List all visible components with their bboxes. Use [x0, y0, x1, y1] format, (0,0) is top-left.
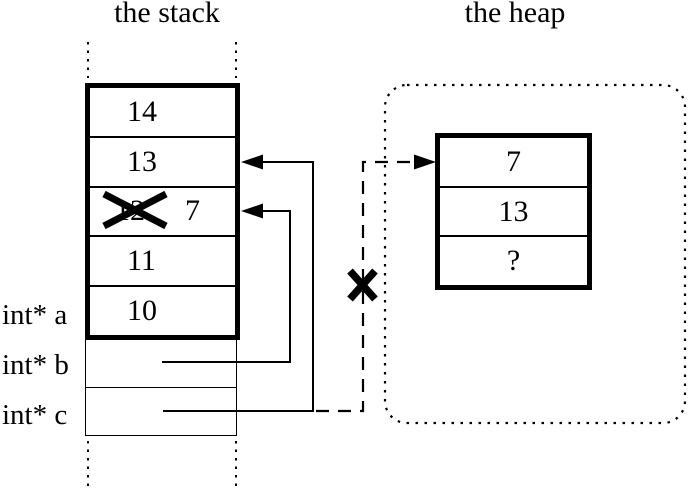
stack-value: 10	[127, 294, 157, 328]
pointer-c-arrowhead-icon	[241, 154, 263, 170]
stack-value: 13	[127, 144, 157, 178]
pointer-slot-c	[86, 387, 236, 435]
stack-cell-14: 14	[90, 88, 235, 136]
dangling-pointer-arrowhead-icon	[414, 154, 436, 170]
heap-cell-unknown: ?	[440, 235, 587, 285]
stack-cell-11: 11	[90, 235, 235, 285]
stack-cell-10: 10	[90, 285, 235, 335]
stack-value: 11	[127, 244, 156, 278]
dangling-pointer-dashed-line	[316, 160, 416, 413]
pointer-label-b: int* b	[2, 349, 69, 381]
heap-cell-13: 13	[440, 185, 587, 236]
pointer-b-arrowhead-icon	[241, 203, 263, 219]
stack-value: 14	[127, 94, 157, 128]
stack-title: the stack	[114, 0, 220, 29]
pointer-slot-b	[86, 340, 236, 387]
heap-cell-7: 7	[440, 138, 587, 186]
pointer-variable-slots	[85, 340, 237, 436]
pointer-label-a: int* a	[2, 299, 68, 331]
invalid-pointer-x-icon	[347, 268, 378, 302]
heap-title: the heap	[464, 0, 566, 29]
pointer-label-c: int* c	[2, 399, 68, 431]
stack-cell-13: 13	[90, 135, 235, 186]
new-value: 7	[185, 194, 200, 228]
heap-value: ?	[506, 244, 521, 278]
heap-block-box: 7 13 ?	[435, 133, 592, 290]
stack-cell-overwritten: 12 7	[90, 185, 235, 236]
crossed-out-old-value: 12	[115, 194, 145, 228]
heap-value: 13	[498, 194, 529, 228]
stack-frame-box: 14 13 12 7 11 10	[85, 83, 240, 340]
heap-value: 7	[506, 144, 521, 178]
